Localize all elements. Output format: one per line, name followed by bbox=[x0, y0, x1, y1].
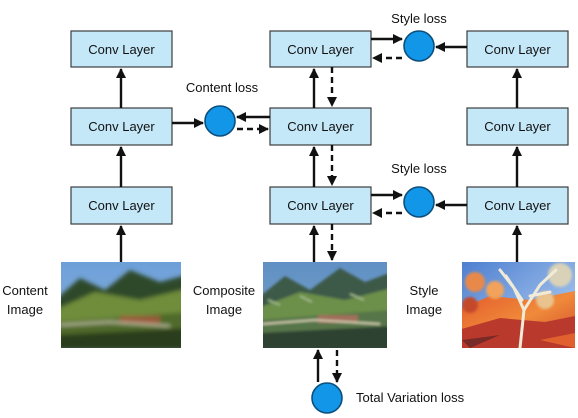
svg-text:Image: Image bbox=[406, 302, 442, 317]
style-image bbox=[462, 262, 575, 348]
conv-layer-style-middle: Conv Layer bbox=[466, 107, 569, 146]
conv-layer-composite-bottom: Conv Layer bbox=[269, 186, 372, 225]
content-loss-node bbox=[204, 105, 236, 137]
composite-image-label: Composite Image bbox=[193, 283, 255, 317]
style-image-label: Style Image bbox=[406, 283, 442, 317]
svg-text:Conv Layer: Conv Layer bbox=[484, 119, 551, 134]
style-loss-bottom-label: Style loss bbox=[391, 161, 447, 176]
content-image-label: Content Image bbox=[2, 283, 48, 317]
style-loss-top-label: Style loss bbox=[391, 11, 447, 26]
style-loss-bottom-node bbox=[403, 186, 435, 218]
svg-text:Conv Layer: Conv Layer bbox=[287, 42, 354, 57]
svg-text:Image: Image bbox=[7, 302, 43, 317]
content-loss-label: Content loss bbox=[186, 80, 259, 95]
conv-layer-content-middle: Conv Layer bbox=[70, 107, 173, 146]
total-variation-loss-label: Total Variation loss bbox=[356, 390, 465, 405]
svg-text:Style: Style bbox=[410, 283, 439, 298]
conv-layer-content-bottom: Conv Layer bbox=[70, 186, 173, 225]
conv-layer-style-bottom: Conv Layer bbox=[466, 186, 569, 225]
svg-text:Conv Layer: Conv Layer bbox=[287, 119, 354, 134]
conv-layer-composite-top: Conv Layer bbox=[269, 30, 372, 68]
svg-text:Conv Layer: Conv Layer bbox=[484, 42, 551, 57]
total-variation-loss-node bbox=[311, 382, 343, 414]
conv-layer-composite-middle: Conv Layer bbox=[269, 107, 372, 146]
svg-text:Conv Layer: Conv Layer bbox=[484, 198, 551, 213]
svg-text:Conv Layer: Conv Layer bbox=[88, 119, 155, 134]
svg-text:Image: Image bbox=[206, 302, 242, 317]
svg-text:Conv Layer: Conv Layer bbox=[287, 198, 354, 213]
svg-text:Content: Content bbox=[2, 283, 48, 298]
content-image bbox=[61, 262, 181, 348]
conv-layer-content-top: Conv Layer bbox=[70, 30, 173, 68]
composite-image bbox=[263, 262, 387, 348]
svg-text:Conv Layer: Conv Layer bbox=[88, 198, 155, 213]
svg-text:Composite: Composite bbox=[193, 283, 255, 298]
conv-layer-style-top: Conv Layer bbox=[466, 30, 569, 68]
style-loss-top-node bbox=[403, 30, 435, 62]
svg-text:Conv Layer: Conv Layer bbox=[88, 42, 155, 57]
